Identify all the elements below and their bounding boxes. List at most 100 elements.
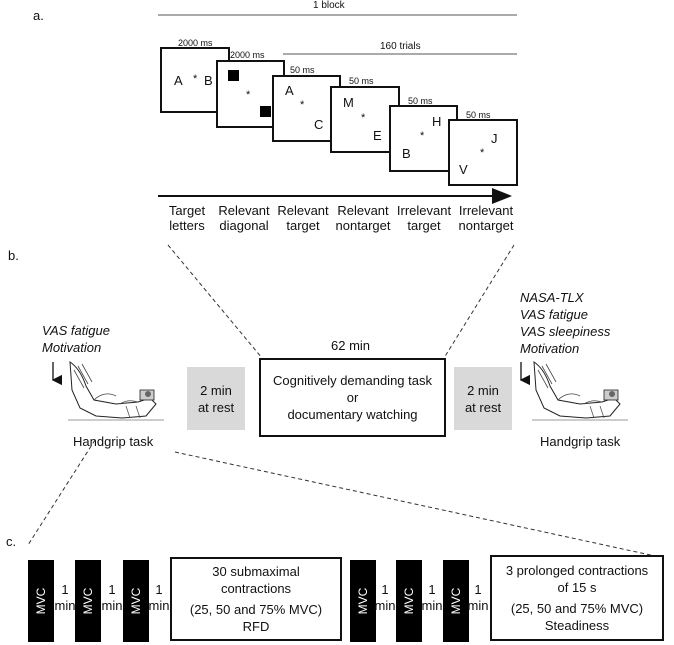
caption-relevant-diagonal: Relevant diagonal xyxy=(214,203,274,233)
mvc-block: MVC xyxy=(28,560,54,642)
mvc-label: MVC xyxy=(449,587,463,615)
submax-line: (25, 50 and 75% MVC) xyxy=(189,602,323,617)
stimulus-letter: B xyxy=(204,73,213,88)
prolonged-line: 3 prolonged contractions xyxy=(505,563,649,578)
fixation-star: * xyxy=(193,73,198,85)
duration-label: 50 ms xyxy=(408,96,433,106)
measure-label: Motivation xyxy=(42,340,102,355)
stimulus-frame-irrelevant-nontarget: J * V xyxy=(448,119,518,186)
stimulus-frame-relevant-target: A * C xyxy=(272,75,341,142)
stimulus-letter: A xyxy=(285,83,294,98)
measure-label: VAS fatigue xyxy=(42,323,110,338)
mvc-block: MVC xyxy=(350,560,376,642)
rest-line: at rest xyxy=(464,399,502,415)
dashed-connector-left-a xyxy=(167,244,263,359)
caption-line: Relevant xyxy=(277,203,329,218)
mvc-block: MVC xyxy=(443,560,469,642)
submax-line: 30 submaximal xyxy=(212,564,300,579)
panel-label-b: b. xyxy=(8,248,19,263)
submax-line: RFD xyxy=(242,619,270,634)
pause-line: 1 xyxy=(155,582,163,597)
mvc-label: MVC xyxy=(356,587,370,615)
mvc-label: MVC xyxy=(34,587,48,615)
stimulus-frame-irrelevant-target: H * B xyxy=(389,105,458,172)
pause-line: 1 xyxy=(108,582,116,597)
measure-label: Motivation xyxy=(520,341,580,356)
dashed-connector-right-a xyxy=(443,244,515,359)
stimulus-letter: H xyxy=(432,114,442,129)
mvc-block: MVC xyxy=(123,560,149,642)
handgrip-label-post: Handgrip task xyxy=(540,434,621,449)
task-duration: 62 min xyxy=(331,338,371,353)
trials-label: 160 trials xyxy=(380,41,421,52)
stimulus-letter: J xyxy=(491,131,498,146)
hand-dynamometer-icon xyxy=(68,361,164,421)
fixation-star: * xyxy=(480,147,485,159)
pause-1-min: 1 min xyxy=(54,582,76,614)
task-line: documentary watching xyxy=(287,407,418,422)
duration-label: 50 ms xyxy=(466,110,491,120)
rest-line: 2 min xyxy=(467,382,499,398)
stimulus-letter: A xyxy=(174,73,183,88)
caption-line: Irrelevant xyxy=(458,203,514,218)
measure-label: NASA-TLX xyxy=(520,290,584,305)
rest-block-pre: 2 min at rest xyxy=(187,367,245,430)
duration-label: 2000 ms xyxy=(230,50,265,60)
caption-target-letters: Target letters xyxy=(161,203,213,233)
diagonal-square xyxy=(260,106,271,117)
rest-block-post: 2 min at rest xyxy=(454,367,512,430)
caption-line: target xyxy=(407,218,441,233)
pause-1-min: 1 min xyxy=(421,582,443,614)
stimulus-letter: M xyxy=(343,95,354,110)
duration-label: 2000 ms xyxy=(178,38,213,48)
pause-1-min: 1 min xyxy=(467,582,489,614)
caption-line: Irrelevant xyxy=(396,203,452,218)
measure-label: VAS fatigue xyxy=(520,307,588,322)
task-line: Cognitively demanding task xyxy=(273,373,432,388)
caption-line: nontarget xyxy=(458,218,514,233)
pause-line: min xyxy=(54,598,76,613)
caption-relevant-target: Relevant target xyxy=(274,203,332,233)
pause-line: min xyxy=(374,598,396,613)
prolonged-line: (25, 50 and 75% MVC) xyxy=(510,601,644,616)
pause-line: min xyxy=(148,598,170,613)
task-line: or xyxy=(346,390,359,405)
pause-line: 1 xyxy=(381,582,389,597)
caption-line: Target xyxy=(168,203,206,218)
pause-line: 1 xyxy=(61,582,69,597)
caption-line: Relevant xyxy=(218,203,270,218)
pause-line: min xyxy=(467,598,489,613)
cognitive-task-box: Cognitively demanding task or documentar… xyxy=(259,358,446,437)
fixation-star: * xyxy=(300,99,305,111)
dashed-connector-left-c xyxy=(27,439,96,546)
mvc-label: MVC xyxy=(81,587,95,615)
mvc-label: MVC xyxy=(129,587,143,615)
fixation-star: * xyxy=(420,130,425,142)
stimulus-letter: B xyxy=(402,146,411,161)
pause-line: min xyxy=(101,598,123,613)
pause-line: 1 xyxy=(474,582,482,597)
submaximal-contractions-box: 30 submaximal contractions (25, 50 and 7… xyxy=(170,557,342,641)
caption-relevant-nontarget: Relevant nontarget xyxy=(333,203,393,233)
pause-1-min: 1 min xyxy=(101,582,123,614)
caption-line: nontarget xyxy=(335,218,391,233)
pre-measures: VAS fatigue Motivation xyxy=(42,322,110,356)
mvc-label: MVC xyxy=(402,587,416,615)
measure-label: VAS sleepiness xyxy=(520,324,611,339)
caption-irrelevant-target: Irrelevant target xyxy=(393,203,455,233)
caption-irrelevant-nontarget: Irrelevant nontarget xyxy=(455,203,517,233)
pause-1-min: 1 min xyxy=(374,582,396,614)
handgrip-label-pre: Handgrip task xyxy=(73,434,154,449)
duration-label: 50 ms xyxy=(349,76,374,86)
caption-line: Relevant xyxy=(337,203,389,218)
pause-1-min: 1 min xyxy=(148,582,170,614)
stimulus-letter: V xyxy=(459,162,468,177)
fixation-star: * xyxy=(361,112,366,124)
fixation-star: * xyxy=(246,89,251,101)
pause-line: min xyxy=(421,598,443,613)
duration-label: 50 ms xyxy=(290,65,315,75)
panel-label-c: c. xyxy=(6,534,17,549)
stimulus-letter: C xyxy=(314,117,324,132)
rest-line: 2 min xyxy=(200,382,232,398)
block-label: 1 block xyxy=(313,0,345,11)
